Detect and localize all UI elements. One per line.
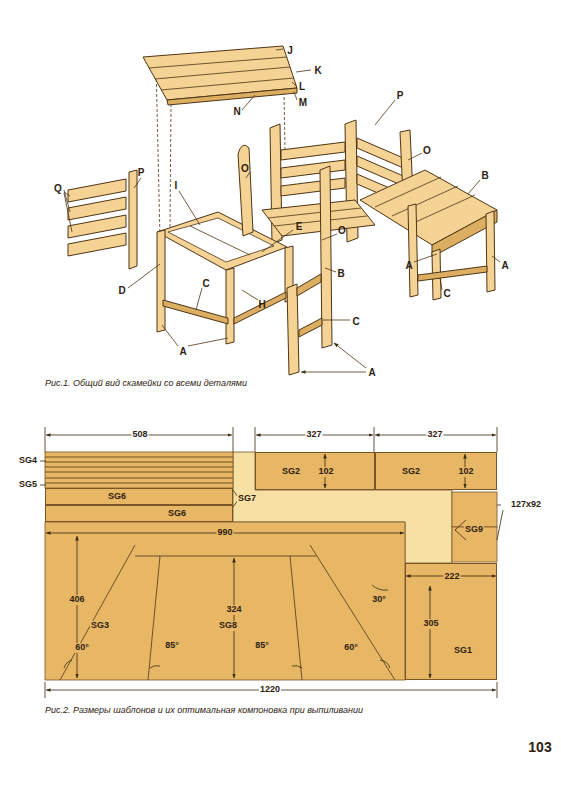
callout-letter: C (352, 316, 359, 327)
dimension-label: 30° (371, 595, 387, 605)
callout-letter: N (233, 106, 240, 117)
piece-label: SG6 (107, 492, 127, 502)
callout-letter: A (368, 367, 375, 378)
bench-drawing (68, 46, 497, 375)
piece-label: SG1 (453, 646, 473, 656)
dimension-label: 327 (426, 430, 443, 440)
piece-label: SG2 (401, 467, 421, 477)
figure-caption: Рис.1. Общий вид скамейки со всеми детал… (45, 379, 247, 389)
dimension-label: 60° (74, 643, 90, 653)
piece-label: 102 (317, 467, 334, 477)
callout-letter: J (287, 45, 293, 56)
dimension-label: SG4 (19, 456, 37, 466)
callout-letter: O (423, 145, 431, 156)
callout-letter: A (405, 260, 412, 271)
dimension-label: 406 (68, 595, 85, 605)
dimension-label: 127x92 (511, 500, 541, 510)
callout-letter: L (299, 81, 305, 92)
dimension-label: SG7 (237, 494, 257, 504)
callout-letter: P (138, 167, 145, 178)
piece-label: 222 (443, 572, 460, 582)
dimension-label: SG5 (19, 480, 37, 490)
callout-letter: B (337, 268, 344, 279)
dimension-label: 508 (131, 430, 148, 440)
callout-letter: E (296, 221, 303, 232)
dimension-label: SG3 (90, 621, 110, 631)
dimension-label: SG8 (218, 621, 238, 631)
figure-caption: Рис.2. Размеры шаблонов и их оптимальная… (45, 706, 363, 716)
dimension-label: 1220 (259, 685, 281, 695)
callout-letter: B (481, 170, 488, 181)
callout-letter: O (241, 163, 249, 174)
callout-letter: M (299, 97, 307, 108)
template-piece: SG6 (45, 488, 233, 505)
dimension-label: 85° (164, 641, 180, 651)
dimension-label: 85° (254, 641, 270, 651)
callout-letter: C (202, 278, 209, 289)
template-piece: SG2 102 (375, 452, 497, 490)
callout-letter: D (118, 285, 125, 296)
template-piece: SG2 102 (255, 452, 375, 490)
piece-label: 102 (457, 467, 474, 477)
cutting-layout (40, 427, 503, 698)
piece-label: SG2 (281, 467, 301, 477)
piece-label: 305 (422, 619, 439, 629)
callout-letter: A (179, 346, 186, 357)
piece-label: SG6 (167, 509, 187, 519)
callout-letter: H (258, 299, 265, 310)
dimension-label: 60° (343, 643, 359, 653)
callout-letter: P (397, 90, 404, 101)
callout-letter: A (501, 260, 508, 271)
dimension-label: SG9 (464, 525, 484, 535)
callout-letter: K (314, 65, 321, 76)
leader-lines (64, 49, 500, 372)
callout-letter: I (175, 180, 178, 191)
template-piece: SG6 (45, 505, 233, 522)
dimension-label: 327 (305, 430, 322, 440)
dimension-label: 990 (216, 528, 233, 538)
page-number: 103 (528, 740, 551, 755)
template-piece: 222 305SG1 (405, 563, 497, 680)
callout-letter: O (338, 225, 346, 236)
callout-letter: Q (54, 183, 62, 194)
callout-letter: C (443, 288, 450, 299)
dimension-label: 324 (225, 605, 242, 615)
